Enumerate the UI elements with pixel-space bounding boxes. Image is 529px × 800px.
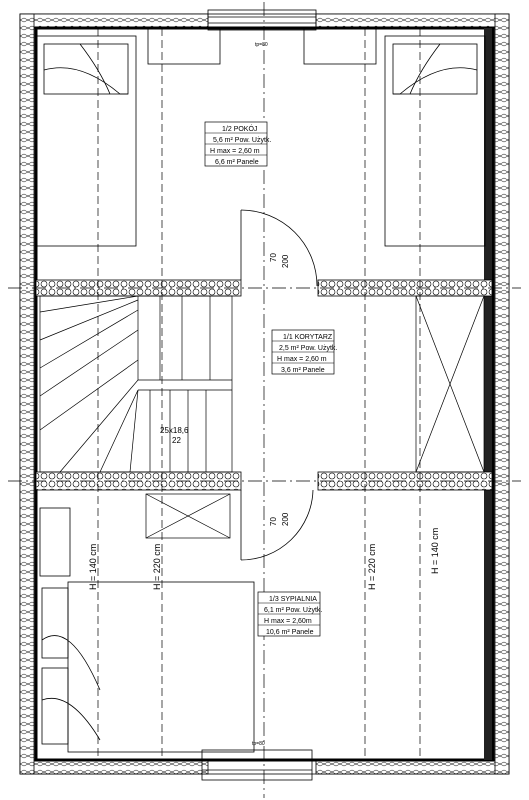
svg-text:10,6 m² Panele: 10,6 m² Panele xyxy=(266,629,314,636)
door-lower-width: 70 xyxy=(269,517,278,526)
height-label-2: H = 220 cm xyxy=(152,544,162,590)
room-name: KORYTARZ xyxy=(295,334,333,341)
door-upper xyxy=(240,209,318,287)
door-upper-height: 200 xyxy=(281,254,290,268)
room-number: 1/1 xyxy=(283,334,293,341)
height-label-1: H = 140 cm xyxy=(88,544,98,590)
svg-text:6,1 m² Pow. Użytk.: 6,1 m² Pow. Użytk. xyxy=(264,607,322,614)
room-floor: Panele xyxy=(237,159,259,166)
height-label-3: H = 220 cm xyxy=(367,544,377,590)
room-area-label: Pow. Użytk. xyxy=(235,137,272,144)
room-area2: 3,6 m² xyxy=(281,367,302,374)
stairs xyxy=(39,295,233,473)
svg-text:1/1 KORYTARZ: 1/1 KORYTARZ xyxy=(283,334,333,341)
room-height: H max = 2,60 m xyxy=(210,148,260,155)
closet-right xyxy=(415,295,485,473)
room-label-sypialnia: 1/3 SYPIALNIA 6,1 m² Pow. Użytk. H max =… xyxy=(257,591,322,637)
room-number: 1/3 xyxy=(269,596,279,603)
room-name: POKÓJ xyxy=(234,124,258,133)
window-top-label: tp=80 xyxy=(255,42,268,48)
room-area2: 6,6 m² xyxy=(215,159,236,166)
svg-text:5,6 m² Pow. Użytk.: 5,6 m² Pow. Użytk. xyxy=(213,137,271,144)
bed-lower xyxy=(39,507,255,753)
window-bottom xyxy=(201,749,313,781)
svg-text:3,6 m² Panele: 3,6 m² Panele xyxy=(281,367,325,374)
room-number: 1/2 xyxy=(222,126,232,133)
room-height: H max = 2,60m xyxy=(264,618,312,625)
room-area: 2,5 m² xyxy=(279,345,300,352)
room-area: 6,1 m² xyxy=(264,607,285,614)
room-name: SYPIALNIA xyxy=(281,596,318,603)
svg-text:6,6 m² Panele: 6,6 m² Panele xyxy=(215,159,259,166)
room-area-label: Pow. Użytk. xyxy=(286,607,323,614)
stairs-dims: 25x18,6 xyxy=(160,426,189,435)
closet-lower xyxy=(145,493,231,539)
room-floor: Panele xyxy=(303,367,325,374)
svg-text:2,5 m² Pow. Użytk.: 2,5 m² Pow. Użytk. xyxy=(279,345,337,352)
bed-left xyxy=(35,35,137,247)
svg-text:1/2 POKÓJ: 1/2 POKÓJ xyxy=(222,124,257,133)
room-label-pokoj: 1/2 POKÓJ 5,6 m² Pow. Użytk. H max = 2,6… xyxy=(204,121,271,167)
room-floor: Panele xyxy=(292,629,314,636)
door-lower-height: 200 xyxy=(281,512,290,526)
room-height: H max = 2,60 m xyxy=(277,356,327,363)
exterior-walls xyxy=(19,13,510,775)
window-top xyxy=(147,9,377,65)
stairs-steps: 22 xyxy=(172,436,181,445)
room-label-korytarz: 1/1 KORYTARZ 2,5 m² Pow. Użytk. H max = … xyxy=(271,329,337,375)
door-upper-width: 70 xyxy=(269,253,278,262)
room-area2: 10,6 m² xyxy=(266,629,290,636)
height-label-4: H = 140 cm xyxy=(430,528,440,574)
door-lower xyxy=(240,489,314,561)
window-bottom-label: tp=80 xyxy=(252,741,265,747)
svg-text:1/3 SYPIALNIA: 1/3 SYPIALNIA xyxy=(269,596,317,603)
room-area: 5,6 m² xyxy=(213,137,234,144)
room-area-label: Pow. Użytk. xyxy=(301,345,338,352)
bed-right xyxy=(384,35,486,247)
